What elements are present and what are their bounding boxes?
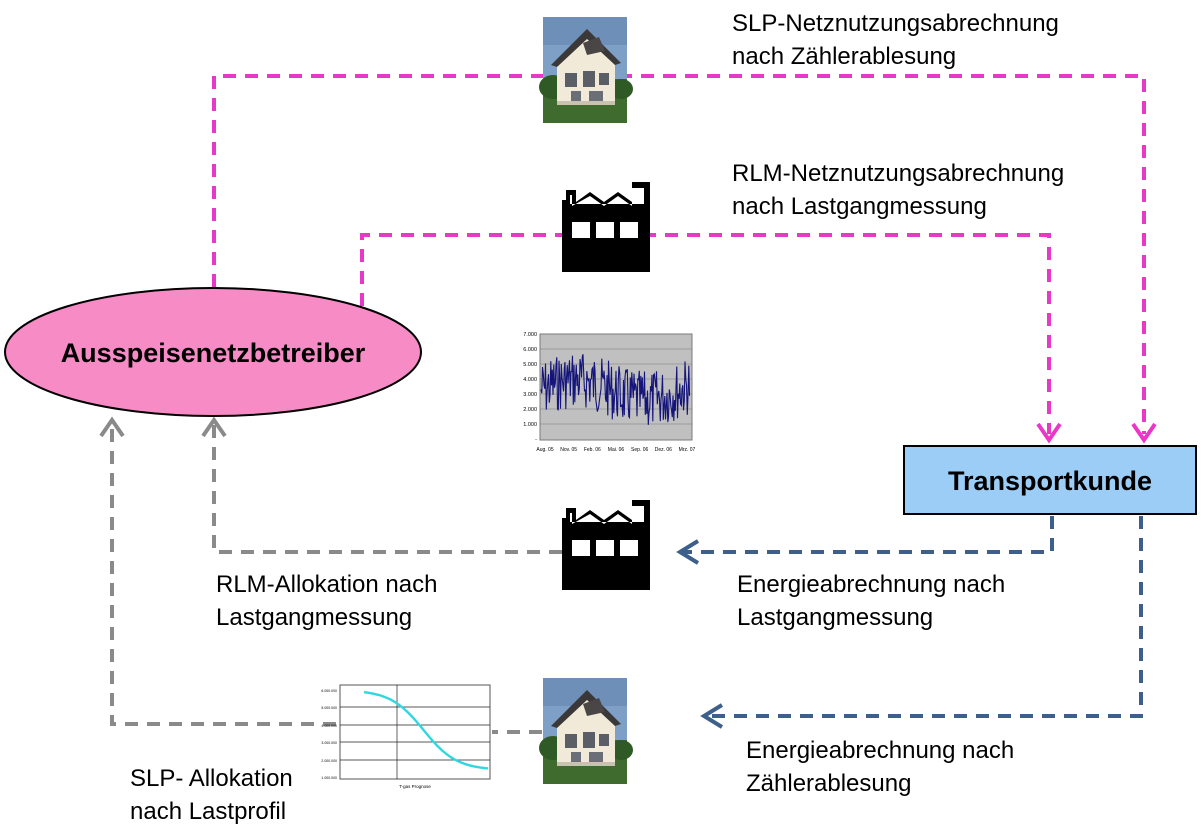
- operator-label: Ausspeisenetzbetreiber: [61, 338, 366, 368]
- load-x-tick: Aug. 05: [536, 447, 553, 453]
- load-series-line: [540, 354, 691, 425]
- svg-text:6.000.000: 6.000.000: [321, 689, 337, 693]
- slp-billing-arrow: [212, 74, 1146, 434]
- svg-text:2.000.000: 2.000.000: [321, 759, 337, 763]
- load-y-tick: 5.000: [523, 362, 537, 368]
- svg-text:5.000.000: 5.000.000: [321, 706, 337, 710]
- load-y-tick: 3.000: [523, 392, 537, 398]
- load-y-tick: 1.000: [523, 422, 537, 428]
- energy-billing-load-arrowhead: [676, 539, 700, 565]
- house-icon: [539, 17, 633, 123]
- rlm-allocation-arrow: [212, 424, 562, 554]
- rlm-allocation-arrowhead: [201, 416, 227, 438]
- load-x-tick: Nov. 05: [560, 447, 577, 453]
- profile-x-label: T-gas Prognose: [399, 784, 431, 789]
- profile-chart: 6.000.000 5.000.000 4.000.000 3.000.000 …: [321, 684, 491, 789]
- load-chart: 7.000 6.000 5.000 4.000 3.000 2.000 1.000 - Aug…: [523, 332, 695, 453]
- svg-text:4.000.000: 4.000.000: [321, 724, 337, 728]
- rlm-billing-arrowhead: [1036, 422, 1062, 444]
- profile-series-curve: [363, 690, 489, 770]
- slp-allocation-arrow: [110, 424, 336, 726]
- svg-text:1.000.000: 1.000.000: [321, 776, 337, 780]
- load-x-tick: Mrz. 07: [679, 447, 696, 453]
- energy-billing-meter-arrowhead: [700, 703, 724, 729]
- load-x-tick: Sep. 06: [631, 447, 648, 453]
- load-y-tick: 2.000: [523, 407, 537, 413]
- customer-node: [903, 445, 1197, 515]
- energy-billing-load-arrow: [684, 516, 1054, 554]
- house-icon: [539, 678, 633, 784]
- load-y-tick: 4.000: [523, 377, 537, 383]
- slp-allocation-arrowhead: [99, 416, 125, 438]
- rlm-billing-arrow: [360, 233, 1051, 434]
- factory-icon: [562, 500, 650, 590]
- slp-billing-arrowhead: [1131, 422, 1157, 444]
- svg-text:3.000.000: 3.000.000: [321, 741, 337, 745]
- factory-icon: [562, 182, 650, 272]
- operator-node: [4, 287, 422, 417]
- load-y-tick: -: [535, 437, 537, 443]
- load-y-tick: 7.000: [523, 332, 537, 338]
- load-x-tick: Dez. 06: [655, 447, 672, 453]
- load-y-tick: 6.000: [523, 347, 537, 353]
- customer-label: Transportkunde: [948, 466, 1152, 496]
- load-x-tick: Feb. 06: [584, 447, 601, 453]
- energy-billing-meter-arrow: [708, 516, 1143, 718]
- load-x-tick: Mai. 06: [608, 447, 625, 453]
